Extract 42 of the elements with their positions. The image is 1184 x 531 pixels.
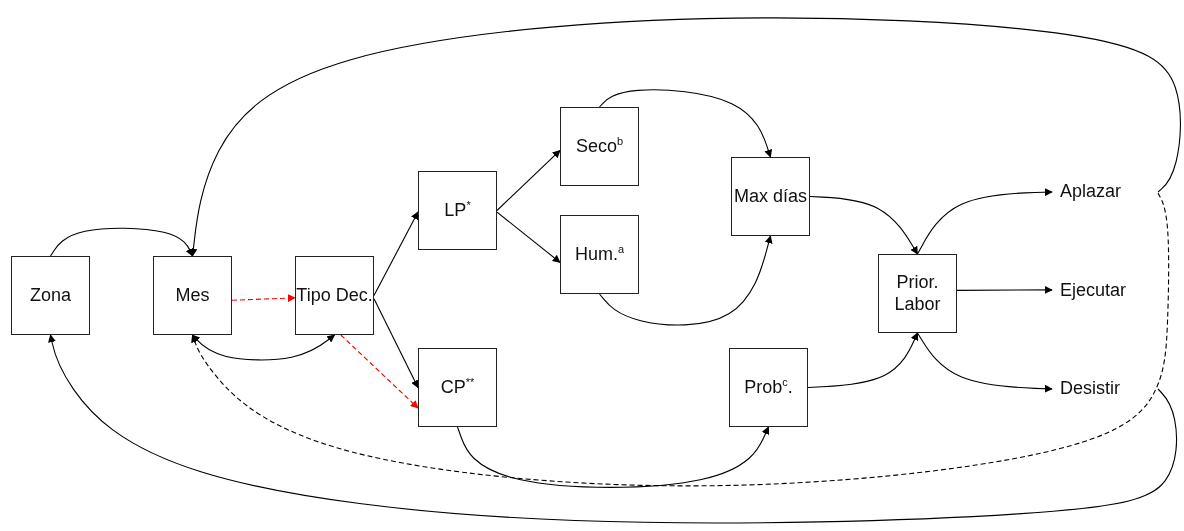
arrow bbox=[598, 89, 773, 158]
node-label: Max días bbox=[734, 185, 807, 208]
process-box bbox=[878, 254, 957, 333]
process-box bbox=[11, 256, 90, 335]
process-box bbox=[731, 157, 810, 236]
arrow bbox=[191, 334, 336, 361]
arrow bbox=[189, 17, 1181, 257]
outcome-label: Ejecutar bbox=[1060, 280, 1127, 302]
process-box bbox=[418, 348, 497, 427]
outcome-label: Aplazar bbox=[1060, 181, 1122, 203]
arrow bbox=[496, 149, 561, 212]
node-label: LP$^{*}$ bbox=[444, 199, 471, 222]
process-box bbox=[418, 171, 497, 250]
arrow bbox=[956, 285, 1053, 294]
arrow bbox=[49, 227, 194, 257]
arrow bbox=[496, 211, 561, 263]
arrow bbox=[598, 235, 773, 326]
arrow bbox=[456, 426, 770, 488]
arrow bbox=[373, 298, 419, 389]
process-box bbox=[729, 348, 808, 427]
node-label: Tipo Dec. bbox=[296, 284, 373, 307]
dashed-arrow bbox=[191, 192, 1170, 487]
process-box bbox=[153, 256, 232, 335]
arrow bbox=[48, 334, 1178, 524]
arrow bbox=[916, 188, 1053, 255]
node-label: Mes bbox=[175, 284, 210, 307]
arrow bbox=[807, 332, 919, 389]
arrow bbox=[916, 332, 1053, 393]
node-label: Prior. Labor bbox=[893, 271, 942, 316]
node-label: CP$^{**}$ bbox=[440, 376, 475, 399]
dashed-arrow bbox=[340, 334, 419, 409]
arrow bbox=[809, 195, 919, 255]
node-label: Seco$^{b}$ bbox=[575, 135, 624, 158]
node-label: Zona bbox=[30, 284, 71, 307]
node-label: Hum.$^{a}$ bbox=[574, 243, 625, 266]
node-label: Prob$^{c}$. bbox=[744, 376, 793, 399]
process-box bbox=[560, 215, 639, 294]
process-box bbox=[560, 107, 639, 186]
arrow bbox=[373, 211, 419, 297]
dashed-arrow bbox=[231, 294, 296, 303]
process-box bbox=[295, 256, 374, 335]
outcome-label: Desistir bbox=[1060, 378, 1120, 400]
